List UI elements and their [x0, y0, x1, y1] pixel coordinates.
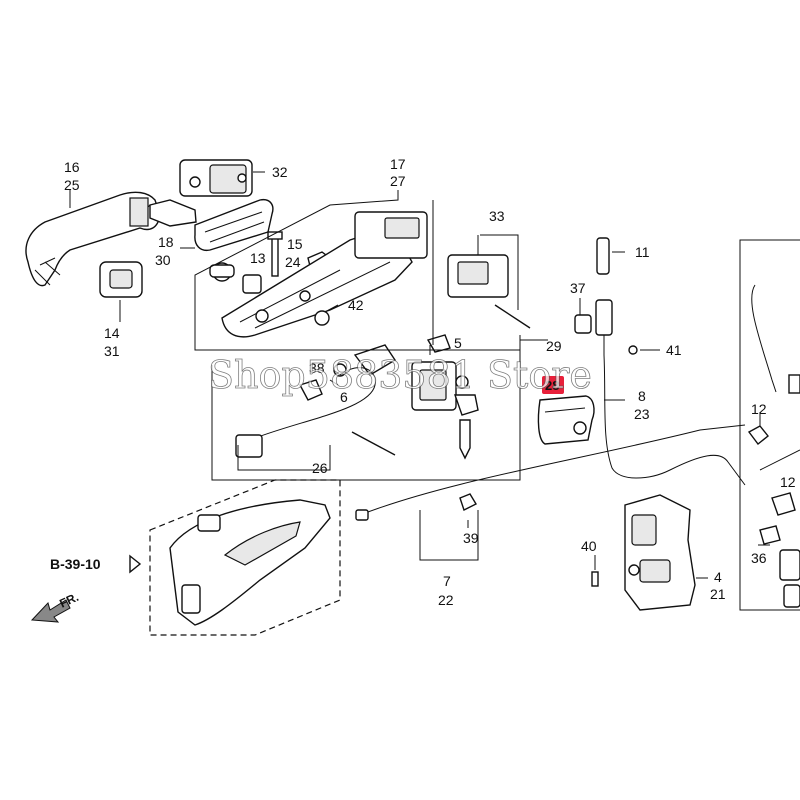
callout-41: 41	[666, 342, 682, 358]
callout-11: 11	[635, 244, 650, 260]
callout-42: 42	[348, 297, 364, 313]
cable-26	[235, 367, 396, 458]
cylinder-lock-part	[298, 334, 479, 460]
callout-39: 39	[463, 530, 479, 546]
callout-12-upper: 12	[751, 401, 767, 417]
callout-22: 22	[438, 592, 454, 608]
callout-5: 5	[454, 335, 462, 351]
callout-31: 31	[104, 343, 120, 359]
handle-base-part	[194, 198, 274, 252]
callout-16: 16	[64, 159, 80, 175]
callout-36: 36	[751, 550, 767, 566]
callout-28: 28	[545, 378, 559, 393]
callout-14: 14	[104, 325, 120, 341]
actuator-part	[447, 254, 531, 329]
callout-32: 32	[272, 164, 288, 180]
clip-13-lower	[242, 274, 262, 294]
callout-29: 29	[546, 338, 562, 354]
callout-12-lower: 12	[780, 474, 796, 490]
inner-handle-dashed-outline	[149, 479, 341, 636]
leader-lines	[69, 171, 800, 611]
callout-25: 25	[64, 177, 80, 193]
latch-partial-right	[759, 492, 800, 608]
callout-26: 26	[312, 460, 328, 476]
callout-18: 18	[158, 234, 174, 250]
highlight-box-28	[542, 376, 564, 394]
handle-bracket-part	[149, 199, 197, 227]
callout-30: 30	[155, 252, 171, 268]
front-direction-label: FR.	[57, 590, 80, 611]
reference-arrow-icon	[129, 554, 142, 574]
grommet-part	[209, 262, 235, 282]
callout-23: 23	[634, 406, 650, 422]
bolt-13	[267, 231, 283, 277]
handle-frame-part	[221, 211, 428, 338]
front-direction-arrow-icon	[30, 599, 71, 623]
callout-15: 15	[287, 236, 303, 252]
callout-21: 21	[710, 586, 726, 602]
callout-27: 27	[390, 173, 406, 189]
callout-17: 17	[390, 156, 406, 172]
reference-label: B-39-10	[50, 556, 101, 572]
protector-part	[537, 395, 595, 445]
callout-33: 33	[489, 208, 505, 224]
callout-24: 24	[285, 254, 301, 270]
outer-handle-part	[25, 191, 161, 287]
callout-37: 37	[570, 280, 586, 296]
switch-37	[574, 314, 592, 334]
callout-38: 38	[309, 360, 325, 376]
handle-cap-part	[179, 159, 253, 197]
inner-handle-part	[169, 499, 331, 626]
cable-8	[603, 354, 746, 486]
callout-4: 4	[714, 569, 722, 585]
rod-11	[596, 237, 610, 275]
sensor-rod-part	[595, 299, 638, 355]
callout-8: 8	[638, 388, 646, 404]
latch-rod-right	[751, 284, 800, 394]
callout-40: 40	[581, 538, 597, 554]
clip-12	[747, 425, 769, 445]
door-latch-part	[591, 494, 696, 611]
cable-7	[355, 424, 746, 521]
seal-pad-part	[99, 261, 143, 298]
store-watermark: Shop5883581 Store	[208, 353, 592, 397]
callout-7: 7	[443, 573, 451, 589]
callout-6: 6	[340, 389, 348, 405]
callout-13: 13	[250, 250, 266, 266]
